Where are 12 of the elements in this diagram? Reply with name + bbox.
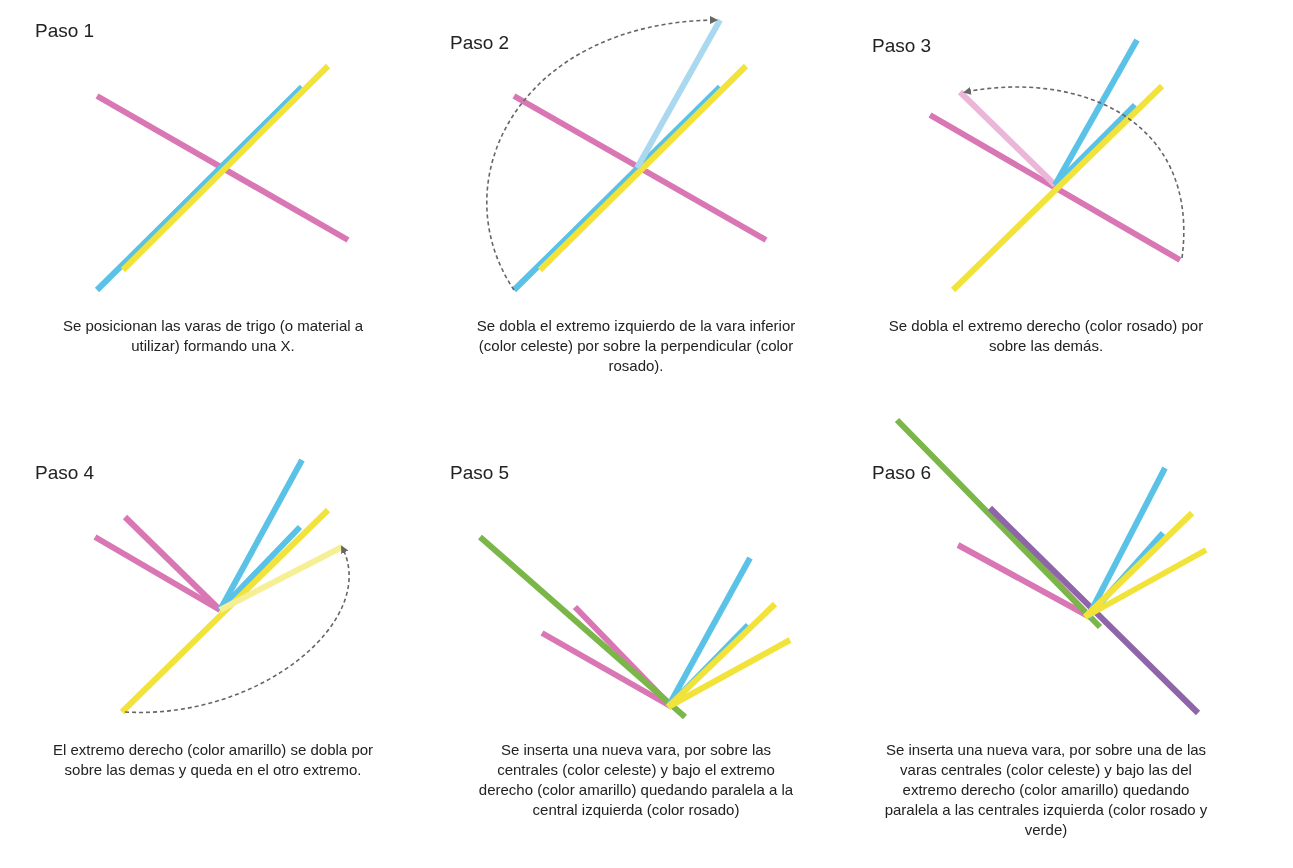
step-heading: Paso 1 <box>35 20 95 42</box>
step-caption: Se dobla el extremo derecho (color rosado) por sobre las demás. <box>887 316 1205 356</box>
step-caption: Se posicionan las varas de trigo (o material a utilizar) formando una X. <box>61 316 365 356</box>
step-caption: El extremo derecho (color amarillo) se dobla por sobre las demas y queda en el otro extremo. <box>51 740 375 780</box>
step-heading: Paso 3 <box>872 35 932 57</box>
step-caption: Se inserta una nueva vara, por sobre una de las varas centrales (color celeste) y bajo las del extremo derecho (color amarillo) quedando paralela a las centrales izquierda (color rosado y verde) <box>883 740 1209 840</box>
step-heading: Paso 5 <box>450 462 510 484</box>
step-heading: Paso 2 <box>450 32 510 54</box>
step-heading: Paso 4 <box>35 462 95 484</box>
step-heading: Paso 6 <box>872 462 932 484</box>
step-caption: Se inserta una nueva vara, por sobre las centrales (color celeste) y bajo el extremo derecho (color amarillo) quedando paralela a la central izquierda (color rosado) <box>477 740 795 820</box>
step-caption: Se dobla el extremo izquierdo de la vara inferior (color celeste) por sobre la perpendicular (color rosado). <box>475 316 797 376</box>
